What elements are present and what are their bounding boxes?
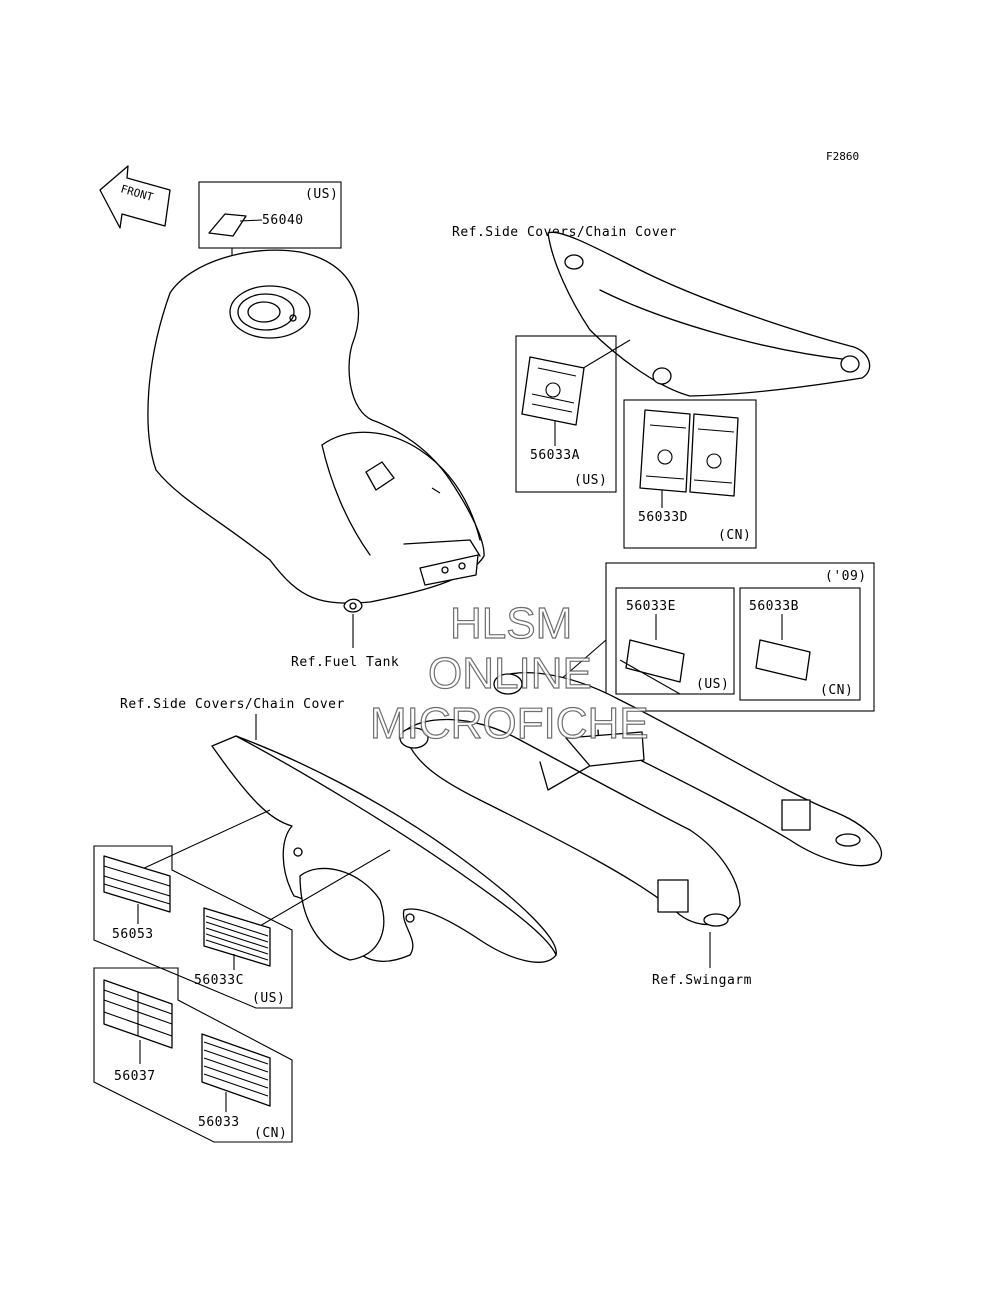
part-number-56033D[interactable]: 56033D bbox=[638, 510, 688, 525]
part-group-56053-56033C: 56053 56033C (US) bbox=[93, 809, 391, 1009]
market-label-56033C: (US) bbox=[252, 991, 285, 1006]
watermark-line-3: MICROFICHE bbox=[370, 699, 649, 748]
market-label-56040: (US) bbox=[305, 187, 338, 202]
striped-label-56037-icon bbox=[103, 979, 173, 1049]
label-sticker-56040-icon bbox=[208, 213, 247, 237]
part-group-09: ('09) 56033E (US) 56033B (CN) bbox=[559, 562, 875, 712]
chain-cover-drawing bbox=[211, 735, 557, 963]
part-number-56040[interactable]: 56040 bbox=[262, 213, 304, 228]
side-cover-drawing bbox=[547, 231, 871, 397]
part-number-56033A[interactable]: 56033A bbox=[530, 448, 580, 463]
striped-label-56033-icon bbox=[201, 1033, 271, 1107]
part-group-56033A: 56033A (US) bbox=[515, 335, 631, 493]
part-group-56033D: 56033D (CN) bbox=[623, 399, 757, 549]
part-number-56033[interactable]: 56033 bbox=[198, 1115, 240, 1130]
market-label-56033E: (US) bbox=[696, 677, 729, 692]
swingarm-drawing bbox=[399, 672, 883, 968]
market-label-56033B: (CN) bbox=[820, 683, 853, 698]
part-number-56053[interactable]: 56053 bbox=[112, 927, 154, 942]
market-label-56033D: (CN) bbox=[718, 528, 751, 543]
plain-label-56033E-icon bbox=[625, 639, 685, 683]
warning-label-56033A-icon bbox=[521, 356, 585, 426]
ref-side-covers-top[interactable]: Ref.Side Covers/Chain Cover bbox=[452, 225, 677, 240]
group-09-label: ('09) bbox=[825, 569, 867, 584]
warning-label-56033D-icon bbox=[639, 409, 739, 497]
striped-label-56053-icon bbox=[103, 855, 171, 913]
part-group-56040: (US) 56040 bbox=[198, 181, 342, 278]
market-label-56033: (CN) bbox=[254, 1126, 287, 1141]
part-number-56033B[interactable]: 56033B bbox=[749, 599, 799, 614]
part-number-56033C[interactable]: 56033C bbox=[194, 973, 244, 988]
watermark-line-2: ONLINE bbox=[428, 649, 592, 698]
figure-code: F2860 bbox=[826, 150, 859, 163]
part-group-56037-56033: 56037 56033 (CN) bbox=[93, 967, 293, 1143]
ref-swingarm[interactable]: Ref.Swingarm bbox=[652, 973, 752, 988]
watermark: HLSM ONLINE MICROFICHE bbox=[369, 598, 649, 748]
front-direction-arrow-icon: FRONT bbox=[99, 165, 171, 229]
ref-side-covers-left[interactable]: Ref.Side Covers/Chain Cover bbox=[120, 697, 345, 712]
ref-fuel-tank[interactable]: Ref.Fuel Tank bbox=[291, 655, 399, 670]
watermark-line-1: HLSM bbox=[450, 599, 572, 648]
part-number-56033E[interactable]: 56033E bbox=[626, 599, 676, 614]
fuel-tank-drawing bbox=[147, 249, 485, 648]
part-number-56037[interactable]: 56037 bbox=[114, 1069, 156, 1084]
market-label-56033A: (US) bbox=[574, 473, 607, 488]
plain-label-56033B-icon bbox=[755, 639, 811, 681]
striped-label-56033C-icon bbox=[203, 907, 271, 967]
